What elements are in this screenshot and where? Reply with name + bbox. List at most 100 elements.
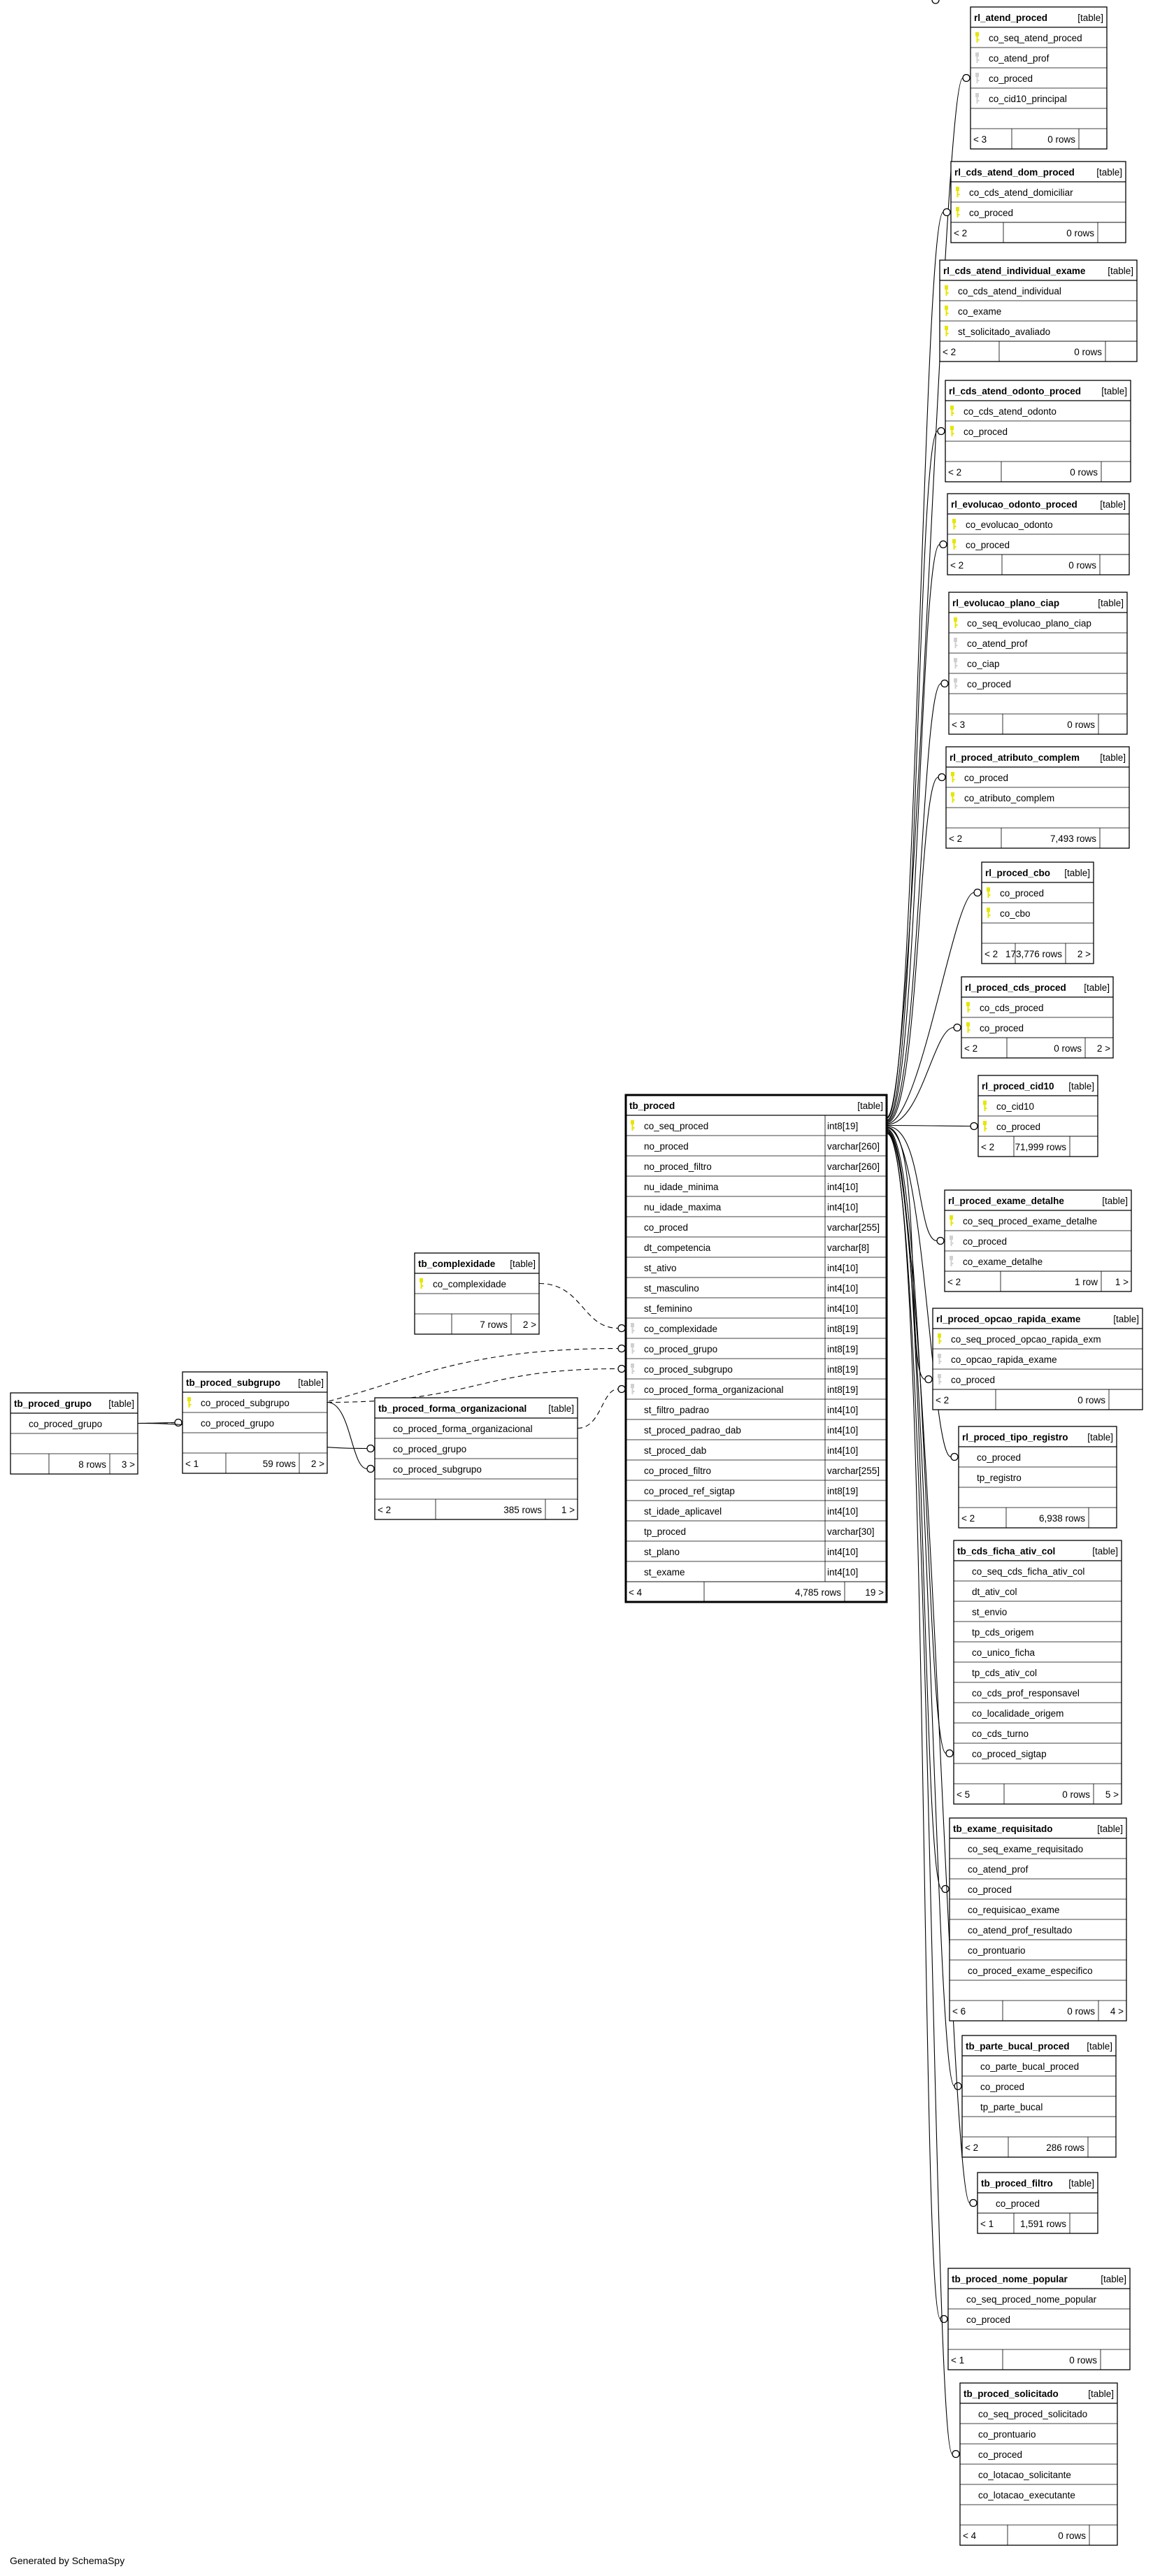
- child-count[interactable]: 1 >: [1115, 1277, 1129, 1287]
- table-tb-parte-bucal-proced[interactable]: tb_parte_bucal_proced[table]co_parte_buc…: [961, 2035, 1117, 2158]
- crowfoot-marker: [941, 1884, 950, 1894]
- crowfoot-marker: [939, 540, 947, 549]
- column-name: co_proced: [1000, 888, 1044, 899]
- column-name: st_solicitado_avaliado: [958, 327, 1050, 337]
- column-name: co_proced: [644, 1222, 688, 1233]
- table-kind-label: [table]: [1108, 266, 1133, 276]
- parent-count[interactable]: < 2: [981, 1142, 994, 1152]
- crowfoot-marker: [969, 2198, 977, 2208]
- parent-count[interactable]: < 5: [957, 1789, 970, 1800]
- table-rl-proced-cid10[interactable]: rl_proced_cid10[table]co_cid10co_proced<…: [977, 1075, 1098, 1157]
- parent-count[interactable]: < 2: [949, 833, 962, 844]
- child-count[interactable]: 2 >: [1097, 1043, 1110, 1054]
- table-rl-evolucao-plano-ciap[interactable]: rl_evolucao_plano_ciap[table]co_seq_evol…: [948, 592, 1128, 735]
- parent-count[interactable]: < 2: [984, 949, 998, 959]
- row-count: 0 rows: [1077, 1395, 1105, 1405]
- column-name: co_seq_proced_nome_popular: [966, 2294, 1097, 2305]
- table-tb-proced-forma-organizacional[interactable]: tb_proced_forma_organizacional[table]co_…: [374, 1397, 578, 1520]
- table-name: tb_proced_forma_organizacional: [378, 1403, 527, 1414]
- parent-count[interactable]: < 2: [936, 1395, 949, 1405]
- parent-count[interactable]: < 4: [629, 1587, 643, 1598]
- column-name: co_proced_grupo: [29, 1419, 102, 1429]
- column-name: co_seq_proced_exame_detalhe: [963, 1216, 1097, 1226]
- column-name: tp_cds_origem: [972, 1627, 1034, 1638]
- column-type: varchar[255]: [827, 1466, 880, 1476]
- primary-key-icon: [956, 207, 960, 217]
- primary-key-icon: [966, 1022, 971, 1033]
- relationship-lines: [137, 0, 982, 2459]
- parent-count[interactable]: < 2: [943, 347, 956, 357]
- column-type: int4[10]: [827, 1547, 858, 1557]
- parent-count[interactable]: < 2: [965, 2142, 978, 2153]
- relationship-line: [886, 1126, 938, 1242]
- parent-count[interactable]: < 1: [185, 1459, 199, 1469]
- parent-count[interactable]: < 2: [950, 560, 964, 571]
- child-count[interactable]: 1 >: [561, 1505, 575, 1515]
- column-name: dt_competencia: [644, 1243, 711, 1253]
- parent-count[interactable]: < 2: [948, 467, 961, 478]
- child-count[interactable]: 4 >: [1110, 2006, 1124, 2017]
- table-rl-evolucao-odonto-proced[interactable]: rl_evolucao_odonto_proced[table]co_evolu…: [947, 493, 1130, 575]
- column-name: co_complexidade: [644, 1324, 717, 1334]
- table-rl-proced-atributo-complem[interactable]: rl_proced_atributo_complem[table]co_proc…: [945, 746, 1130, 849]
- column-name: co_proced_exame_especifico: [968, 1966, 1093, 1976]
- column-name: co_proced: [977, 1452, 1021, 1463]
- table-tb-cds-ficha-ativ-col[interactable]: tb_cds_ficha_ativ_col[table]co_seq_cds_f…: [953, 1540, 1122, 1805]
- column-type: varchar[8]: [827, 1243, 869, 1253]
- row-count: 173,776 rows: [1005, 949, 1062, 959]
- parent-count[interactable]: < 3: [952, 720, 965, 730]
- column-name: co_seq_proced: [644, 1121, 708, 1131]
- child-count[interactable]: 2 >: [311, 1459, 324, 1469]
- table-rl-cds-atend-individual-exame[interactable]: rl_cds_atend_individual_exame[table]co_c…: [939, 259, 1138, 362]
- row-count: 0 rows: [1047, 134, 1075, 145]
- child-count[interactable]: 19 >: [865, 1587, 884, 1598]
- row-count: 7,493 rows: [1050, 833, 1096, 844]
- table-rl-cds-atend-dom-proced[interactable]: rl_cds_atend_dom_proced[table]co_cds_ate…: [950, 161, 1126, 243]
- table-tb-proced-solicitado[interactable]: tb_proced_solicitado[table]co_seq_proced…: [959, 2382, 1118, 2546]
- table-name: tb_proced_subgrupo: [186, 1378, 280, 1388]
- parent-count[interactable]: < 6: [952, 2006, 966, 2017]
- table-kind-label: [table]: [1102, 1196, 1128, 1206]
- parent-count[interactable]: < 3: [973, 134, 987, 145]
- parent-count[interactable]: < 1: [951, 2355, 964, 2366]
- table-rl-proced-opcao-rapida-exame[interactable]: rl_proced_opcao_rapida_exame[table]co_se…: [932, 1308, 1143, 1410]
- parent-count[interactable]: < 2: [964, 1043, 977, 1054]
- table-rl-proced-cds-proced[interactable]: rl_proced_cds_proced[table]co_cds_proced…: [961, 976, 1114, 1059]
- table-tb-exame-requisitado[interactable]: tb_exame_requisitado[table]co_seq_exame_…: [949, 1817, 1127, 2022]
- primary-key-icon: [954, 617, 958, 628]
- table-name: rl_proced_exame_detalhe: [948, 1196, 1064, 1206]
- parent-count[interactable]: < 2: [961, 1513, 975, 1524]
- table-rl-cds-atend-odonto-proced[interactable]: rl_cds_atend_odonto_proced[table]co_cds_…: [945, 380, 1131, 482]
- column-name: co_proced_subgrupo: [644, 1364, 733, 1375]
- crowfoot-marker: [366, 1444, 375, 1453]
- foreign-key-icon: [631, 1384, 635, 1394]
- crowfoot-marker: [970, 1122, 978, 1131]
- parent-count[interactable]: < 2: [378, 1505, 391, 1515]
- parent-count[interactable]: < 2: [947, 1277, 961, 1287]
- column-name: co_complexidade: [433, 1279, 506, 1289]
- table-rl-proced-exame-detalhe[interactable]: rl_proced_exame_detalhe [table] co_seq_pro…: [944, 1189, 1132, 1292]
- table-tb-proced-subgrupo[interactable]: tb_proced_subgrupo[table]co_proced_subgr…: [182, 1371, 328, 1474]
- child-count[interactable]: 2 >: [1077, 949, 1091, 959]
- table-rl-proced-tipo-registro[interactable]: rl_proced_tipo_registro[table]co_procedt…: [958, 1426, 1117, 1529]
- table-rl-atend-proced[interactable]: rl_atend_proced[table]co_seq_atend_proce…: [970, 6, 1108, 150]
- child-count[interactable]: 5 >: [1105, 1789, 1119, 1800]
- parent-count[interactable]: < 2: [954, 228, 967, 238]
- parent-count[interactable]: < 4: [963, 2531, 977, 2541]
- column-name: st_masculino: [644, 1283, 699, 1294]
- foreign-key-icon: [954, 658, 958, 668]
- table-tb-proced-nome-popular[interactable]: tb_proced_nome_popular[table]co_seq_proc…: [947, 2268, 1131, 2370]
- crowfoot-marker: [936, 1236, 945, 1245]
- column-name: co_proced: [964, 773, 1008, 783]
- column-name: co_proced: [996, 2198, 1040, 2209]
- child-count[interactable]: 2 >: [523, 1319, 536, 1330]
- child-count[interactable]: 3 >: [122, 1459, 135, 1470]
- crowfoot-marker: [937, 427, 945, 436]
- parent-count[interactable]: < 1: [980, 2219, 994, 2229]
- table-name: tb_proced_filtro: [981, 2178, 1053, 2189]
